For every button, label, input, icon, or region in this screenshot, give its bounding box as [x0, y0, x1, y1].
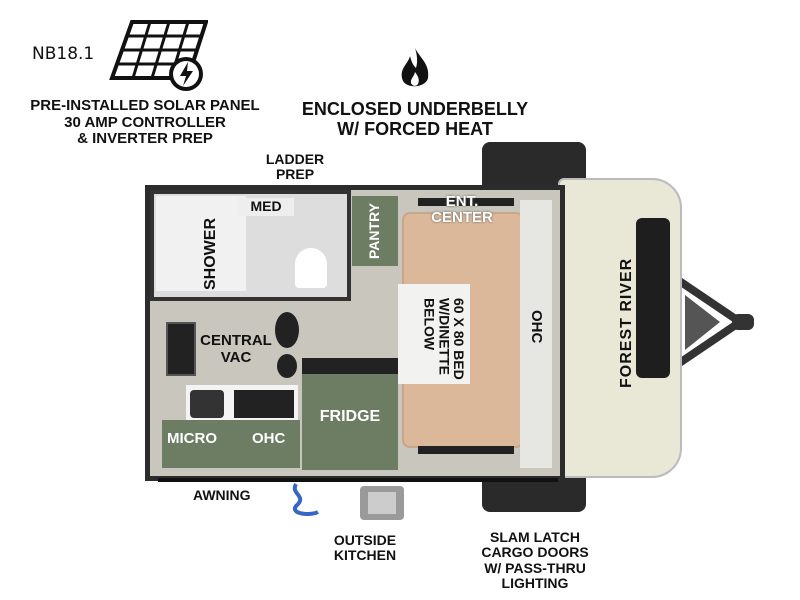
window-bottom — [418, 446, 514, 454]
dinette-table — [398, 284, 470, 384]
front-window — [636, 218, 670, 378]
ladder-label-2: PREP — [275, 166, 315, 183]
boot-print-icon — [275, 312, 299, 378]
bed-label-1: 60 X 80 BED — [451, 298, 468, 380]
shower-pan — [156, 196, 246, 291]
central-vac-unit — [166, 322, 196, 376]
ent-label-1: ENT. — [445, 193, 479, 210]
kitchen-label-1: OUTSIDE — [333, 532, 397, 548]
sink — [234, 390, 294, 418]
outside-kitchen-icon — [292, 482, 404, 520]
solar-label-2: 30 AMP CONTROLLER — [64, 113, 226, 131]
shower-label: SHOWER — [202, 218, 219, 290]
cooktop — [190, 390, 224, 418]
pantry-label: PANTRY — [366, 203, 382, 259]
underbelly-label-1: ENCLOSED UNDERBELLY — [301, 99, 529, 119]
cargo-label-1: SLAM LATCH — [490, 529, 580, 545]
flame-icon — [401, 48, 429, 87]
toilet — [295, 248, 327, 288]
vac-label-1: CENTRAL — [200, 332, 272, 349]
micro-ohc-cabinet — [162, 420, 300, 468]
fridge — [302, 374, 398, 470]
bed-label-2: W/DINETTE — [436, 298, 453, 375]
bed-label-3: BELOW — [421, 298, 438, 351]
vac-label-2: VAC — [220, 349, 252, 367]
window-top — [418, 198, 514, 206]
ohc-front-label: OHC — [528, 310, 545, 344]
solar-panel-icon — [109, 20, 208, 91]
cargo-label-2: CARGO DOORS — [481, 544, 589, 561]
hitch-icon — [671, 270, 754, 374]
galley-ohc-label: OHC — [252, 430, 286, 447]
underbelly-label-2: W/ FORCED HEAT — [337, 118, 493, 139]
ohc-front — [520, 200, 552, 468]
solar-label-3: & INVERTER PREP — [77, 130, 213, 147]
awning-label: AWNING — [193, 487, 251, 503]
med-label: MED — [238, 198, 294, 216]
awning-rail — [158, 478, 558, 482]
solar-label-1: PRE-INSTALLED SOLAR PANEL — [30, 97, 260, 114]
model-number: NB18.1 — [32, 44, 95, 64]
cargo-label-4: LIGHTING — [501, 575, 569, 592]
ent-label-2: CENTER — [431, 208, 493, 226]
cargo-label-3: W/ PASS-THRU — [484, 559, 586, 576]
kitchen-label-2: KITCHEN — [333, 547, 397, 564]
counter-top — [302, 358, 398, 374]
ladder-label-1: LADDER — [265, 151, 325, 167]
pantry — [352, 196, 398, 266]
bed-label: 60 X 80 BED W/DINETTE BELOW — [421, 298, 468, 388]
micro-label: MICRO — [167, 430, 217, 447]
fridge-label: FRIDGE — [319, 408, 381, 425]
brand-logo: FOREST RIVER — [618, 257, 635, 389]
